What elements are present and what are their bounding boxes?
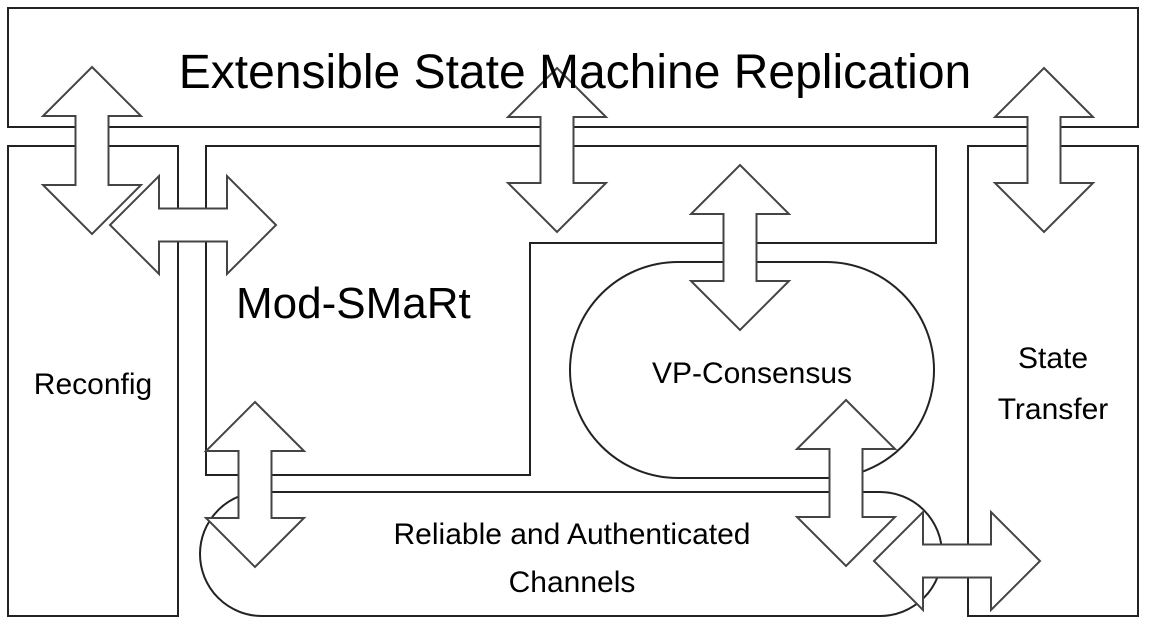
vp-consensus-label: VP-Consensus [652, 357, 852, 390]
reconfig-mod-smart-arrow-icon [108, 173, 278, 277]
mod-smart-vp-consensus-arrow-icon [688, 163, 792, 332]
title-label: Extensible State Machine Replication [179, 46, 971, 99]
channels-label-line2: Channels [509, 566, 636, 599]
mod-smart-label: Mod-SMaRt [236, 279, 471, 328]
reconfig-esmr-arrow-icon [40, 65, 144, 236]
state-label: State [1018, 342, 1088, 375]
transfer-label: Transfer [998, 393, 1109, 426]
state-transfer-esmr-arrow-icon [992, 66, 1096, 234]
vp-consensus-channels-arrow-icon [794, 398, 898, 568]
channels-state-transfer-arrow-icon [872, 509, 1042, 613]
channels-label-line1: Reliable and Authenticated [394, 518, 751, 551]
reconfig-label: Reconfig [34, 368, 152, 401]
mod-smart-esmr-arrow-icon [505, 66, 609, 234]
mod-smart-channels-arrow-icon [203, 400, 307, 569]
